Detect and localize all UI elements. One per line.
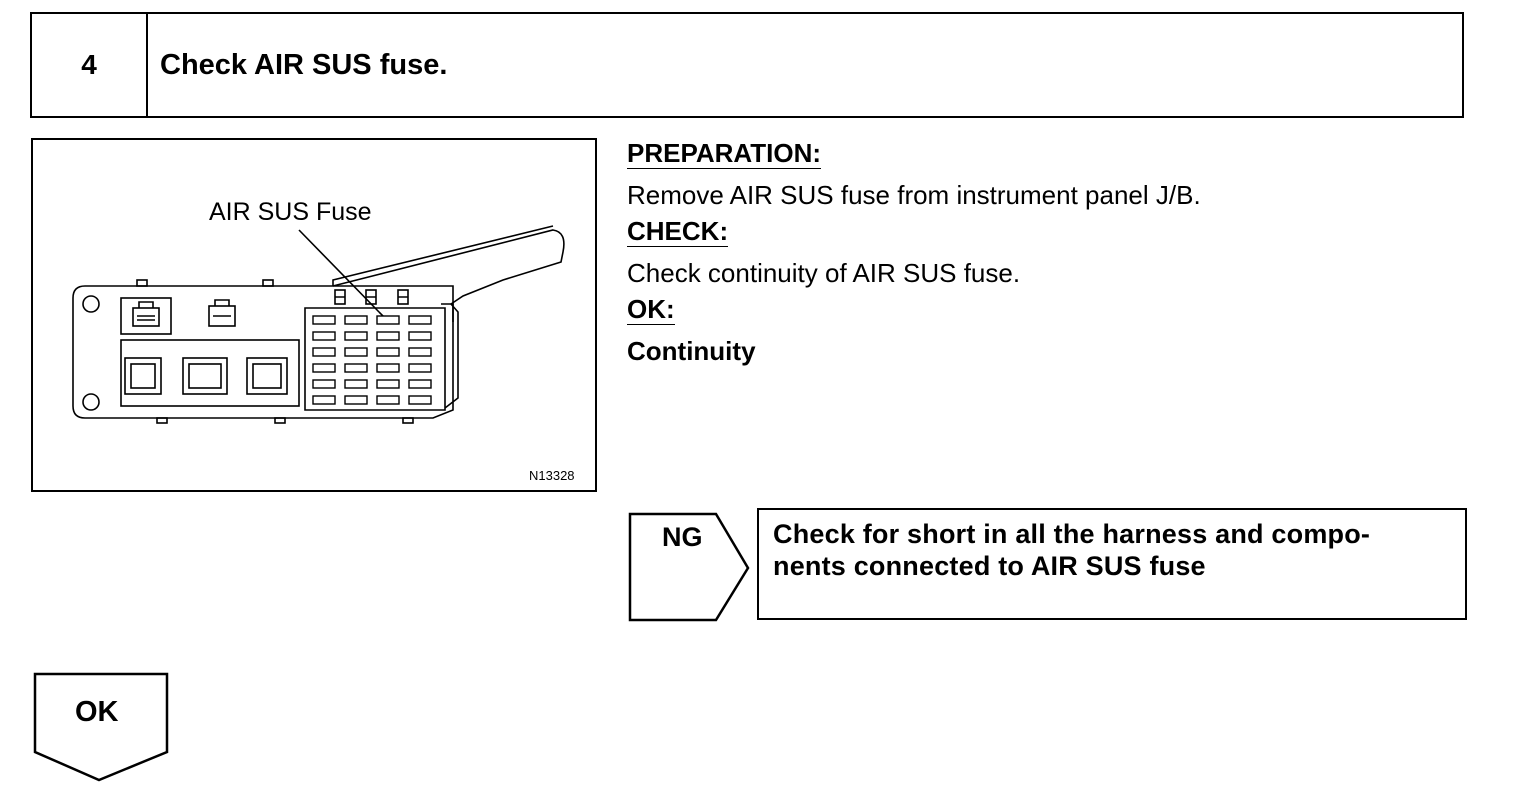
right-arrow-icon xyxy=(628,512,750,622)
ng-action-box: Check for short in all the harness and c… xyxy=(757,508,1467,620)
figure-code: N13328 xyxy=(529,468,575,483)
ok-label: OK xyxy=(75,696,119,728)
junction-block-drawing xyxy=(72,225,565,424)
junction-block-illustration: AIR SUS Fuse N13328 xyxy=(31,138,597,492)
down-arrow-icon xyxy=(33,672,169,782)
ok-text: Continuity xyxy=(627,336,756,366)
step-title: Check AIR SUS fuse. xyxy=(160,48,448,81)
check-text: Check continuity of AIR SUS fuse. xyxy=(627,258,1021,288)
preparation-heading: PREPARATION: xyxy=(627,138,822,169)
ng-label: NG xyxy=(662,522,703,552)
procedure: PREPARATION: Remove AIR SUS fuse from in… xyxy=(627,138,1201,368)
preparation-text: Remove AIR SUS fuse from instrument pane… xyxy=(627,180,1201,210)
check-heading: CHECK: xyxy=(627,216,729,247)
ng-action-line1: Check for short in all the harness and c… xyxy=(773,519,1371,549)
fuse-callout-label: AIR SUS Fuse xyxy=(209,198,372,226)
ok-heading: OK: xyxy=(627,294,675,325)
step-number: 4 xyxy=(32,14,148,116)
ok-arrow: OK xyxy=(33,672,169,784)
ng-arrow: NG xyxy=(628,512,752,624)
step-header: 4 Check AIR SUS fuse. xyxy=(30,12,1464,118)
ng-action-line2: nents connected to AIR SUS fuse xyxy=(773,551,1206,581)
